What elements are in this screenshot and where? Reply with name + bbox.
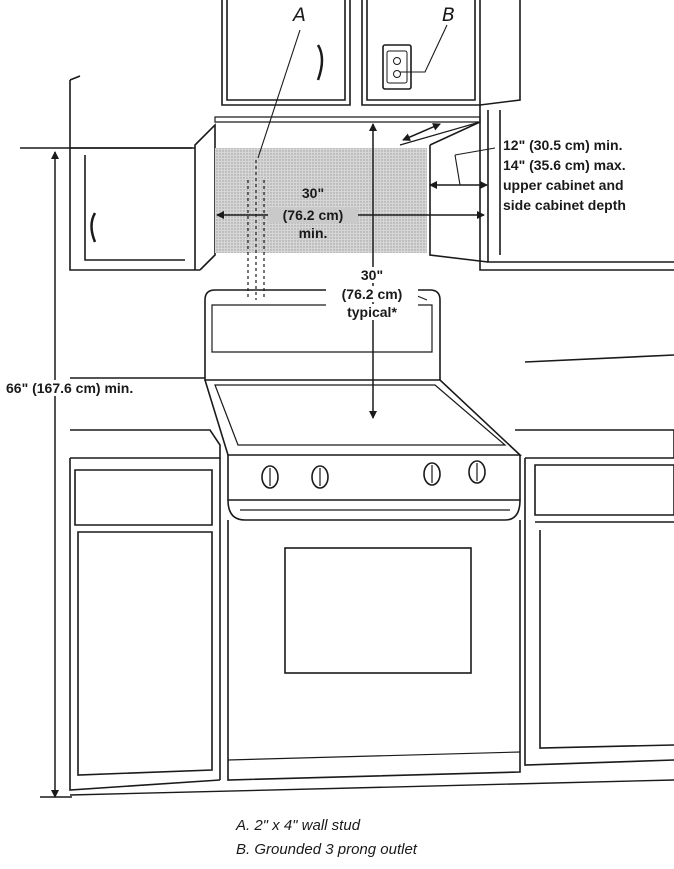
upper-depth-arrow	[402, 123, 441, 141]
wall-clearance-area	[215, 148, 427, 253]
lower-cabinet-right	[524, 458, 674, 766]
range	[204, 289, 523, 781]
outlet-icon	[382, 44, 412, 90]
width-dim-line-3: min.	[298, 225, 328, 241]
wall-stud	[247, 160, 265, 300]
legend-b: B. Grounded 3 prong outlet	[236, 841, 417, 858]
leader-lines	[257, 24, 496, 301]
side-depth-desc-2: side cabinet depth	[503, 197, 626, 213]
side-cabinet-left	[69, 75, 216, 271]
height-dim-line-3: typical*	[326, 304, 418, 320]
floor-height-label: 66" (167.6 cm) min.	[6, 380, 134, 396]
side-depth-desc-1: upper cabinet and	[503, 177, 624, 193]
callout-b-label: B	[442, 4, 456, 26]
width-dim-line-1: 30"	[301, 185, 325, 201]
legend-a: A. 2" x 4" wall stud	[236, 817, 361, 834]
height-dim-line-2: (76.2 cm)	[326, 286, 418, 302]
height-dim-line-1: 30"	[326, 267, 418, 283]
callout-a-label: A	[293, 4, 306, 26]
side-depth-min-label: 12" (30.5 cm) min.	[503, 137, 623, 153]
upper-cabinet-right	[361, 0, 521, 106]
lower-cabinet-left	[69, 458, 221, 791]
upper-cabinet-left	[221, 0, 351, 106]
side-depth-max-label: 14" (35.6 cm) max.	[503, 157, 626, 173]
width-dim-line-2: (76.2 cm)	[268, 207, 358, 223]
range-knobs	[261, 460, 486, 489]
